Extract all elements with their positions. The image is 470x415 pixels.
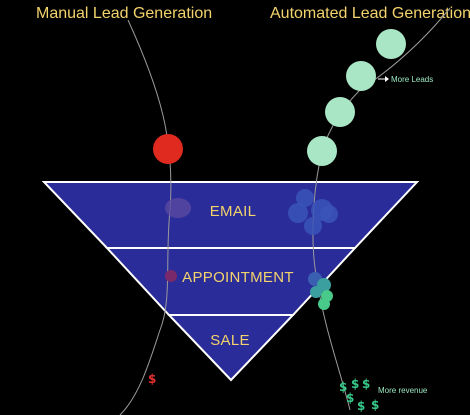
manual-dollar-sign: $ (148, 372, 156, 386)
automated-lead-dot (376, 29, 406, 59)
revenue-dollar-sign: $ (346, 391, 354, 405)
manual-lead-dot (153, 134, 183, 164)
automated-lead-in-email (304, 217, 322, 235)
revenue-dollar-sign: $ (371, 398, 379, 412)
automated-lead-dot (346, 61, 376, 91)
automated-lead-in-email (320, 205, 338, 223)
manual-lead-in-appointment (165, 270, 177, 282)
automated-leads-incoming (307, 29, 406, 166)
automated-lead-in-appointment (318, 298, 330, 310)
automated-lead-dot (325, 97, 355, 127)
revenue-dollar-sign: $ (362, 377, 370, 391)
funnel-stage-sale (166, 314, 296, 382)
funnel-label-appointment: APPOINTMENT (182, 269, 294, 286)
revenue-dollars: $ $ $ $ $ $ (339, 377, 379, 413)
automated-lead-in-email (296, 189, 314, 207)
funnel-label-email: EMAIL (210, 203, 257, 220)
manual-path (119, 19, 172, 415)
manual-lead-in-email (165, 198, 191, 218)
more-revenue-note: More revenue (378, 386, 428, 395)
automated-title: Automated Lead Generation (270, 5, 470, 22)
more-leads-note: More Leads (391, 75, 433, 84)
automated-lead-dot (307, 136, 337, 166)
automated-leads-email-cluster (288, 189, 338, 235)
more-leads-arrowhead (385, 76, 389, 82)
funnel (41, 181, 420, 382)
automated-lead-in-appointment (310, 286, 322, 298)
manual-title: Manual Lead Generation (36, 5, 212, 22)
automated-leads-appointment-cluster (308, 272, 333, 310)
funnel-label-sale: SALE (210, 332, 250, 349)
revenue-dollar-sign: $ (351, 377, 359, 391)
automated-lead-in-email (288, 203, 308, 223)
revenue-dollar-sign: $ (357, 399, 365, 413)
revenue-dollar-sign: $ (339, 380, 347, 394)
